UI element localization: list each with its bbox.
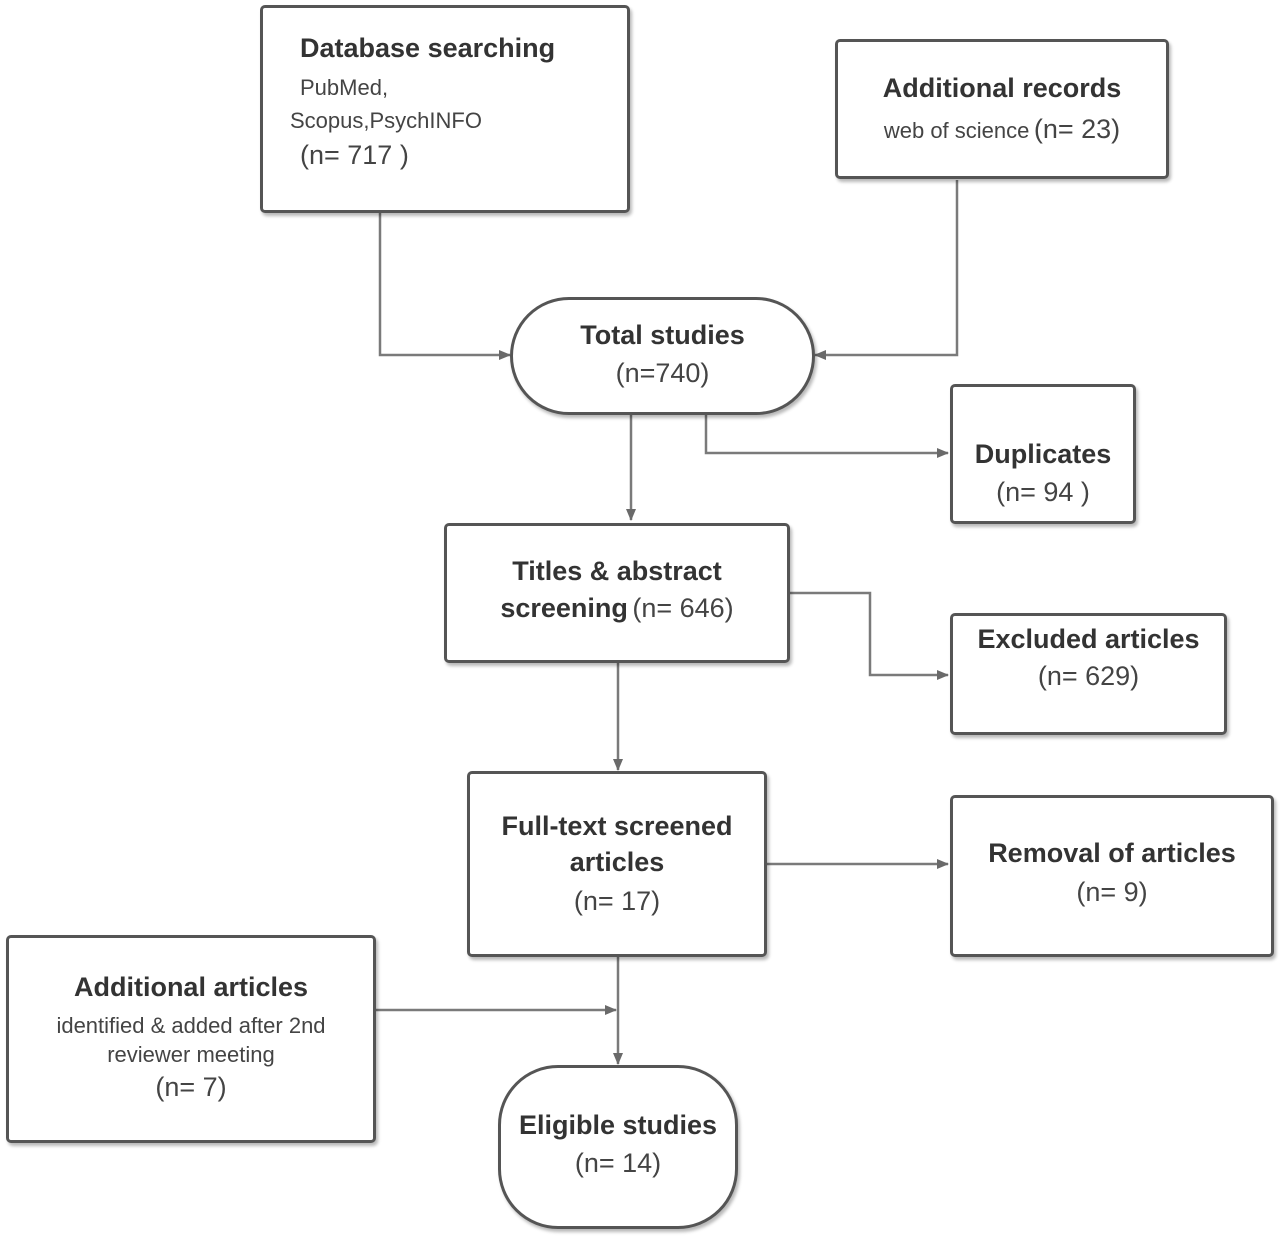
- additional-articles-desc-line2: reviewer meeting: [107, 1042, 275, 1067]
- additional-records-source: web of science: [883, 118, 1030, 143]
- arrow-database-to-total: [378, 205, 511, 360]
- additional-articles-desc-line1: identified & added after 2nd: [56, 1013, 326, 1038]
- total-studies-count: (n=740): [615, 358, 710, 388]
- eligible-studies-node: Eligible studies (n= 14): [498, 1065, 738, 1229]
- additional-records-box: Additional records web of science (n= 23…: [835, 39, 1169, 179]
- database-searching-sources-line2: Scopus,PsychINFO: [290, 108, 482, 133]
- excluded-articles-title: Excluded articles: [977, 624, 1200, 654]
- additional-articles-box: Additional articles identified & added a…: [6, 935, 376, 1143]
- full-text-screened-box: Full-text screened articles (n= 17): [467, 771, 767, 957]
- duplicates-box: Duplicates (n= 94 ): [950, 384, 1136, 524]
- excluded-articles-count: (n= 629): [1037, 661, 1140, 691]
- additional-records-detail: web of science (n= 23): [838, 114, 1166, 145]
- excluded-articles-box: Excluded articles (n= 629): [950, 613, 1227, 735]
- titles-abstract-line2: screening (n= 646): [447, 593, 787, 624]
- titles-abstract-title-line1: Titles & abstract: [512, 556, 722, 586]
- additional-articles-count: (n= 7): [155, 1072, 227, 1102]
- total-studies-node: Total studies (n=740): [510, 297, 815, 415]
- duplicates-title: Duplicates: [974, 439, 1112, 469]
- additional-records-title: Additional records: [882, 73, 1122, 103]
- arrow-total-to-duplicates: [704, 415, 949, 458]
- titles-abstract-title-line2: screening: [500, 593, 628, 623]
- arrow-titles-to-excluded: [790, 591, 949, 680]
- eligible-studies-title: Eligible studies: [518, 1110, 718, 1140]
- titles-abstract-screening-box: Titles & abstract screening (n= 646): [444, 523, 790, 663]
- database-searching-title: Database searching: [300, 33, 556, 63]
- eligible-studies-count: (n= 14): [574, 1148, 662, 1178]
- additional-articles-title: Additional articles: [73, 972, 309, 1002]
- database-searching-count: (n= 717 ): [300, 140, 409, 170]
- additional-records-count: (n= 23): [1033, 114, 1121, 144]
- removal-of-articles-title: Removal of articles: [988, 838, 1236, 868]
- total-studies-title: Total studies: [580, 320, 745, 350]
- full-text-count: (n= 17): [573, 886, 661, 916]
- arrow-additional-to-total: [814, 180, 959, 360]
- full-text-title-line2: articles: [569, 847, 665, 877]
- database-searching-sources-line1: PubMed,: [300, 75, 389, 100]
- titles-abstract-count: (n= 646): [632, 593, 734, 623]
- removal-of-articles-box: Removal of articles (n= 9): [950, 795, 1274, 957]
- full-text-title-line1: Full-text screened: [501, 811, 733, 841]
- database-searching-box: Database searching PubMed, Scopus,PsychI…: [260, 5, 630, 213]
- removal-of-articles-count: (n= 9): [1076, 877, 1148, 907]
- duplicates-count: (n= 94 ): [996, 477, 1090, 507]
